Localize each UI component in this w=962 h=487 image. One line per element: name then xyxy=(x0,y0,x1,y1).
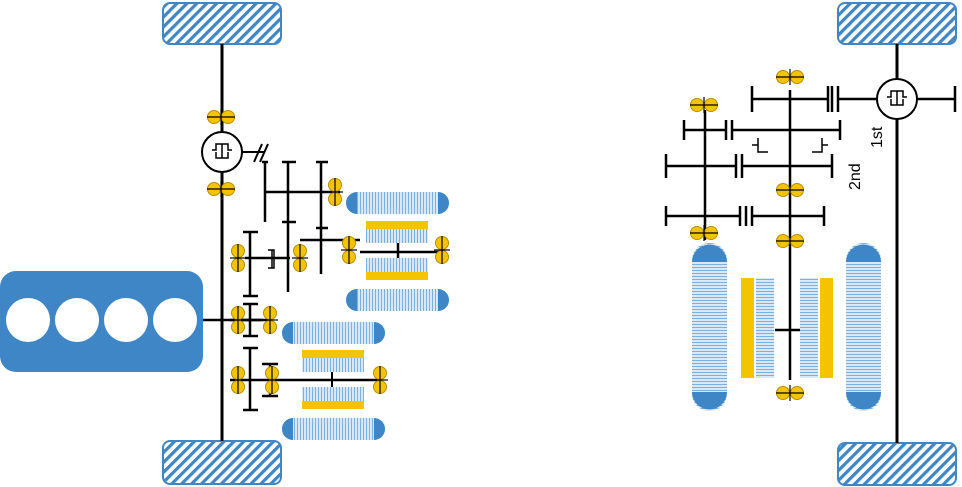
gear-label-1st: 1st xyxy=(869,126,886,148)
bearing-pair-icon xyxy=(263,365,281,395)
bearing-pair-icon xyxy=(689,224,719,242)
bearing-pair-icon xyxy=(229,243,247,273)
bearing-pair-icon xyxy=(261,305,279,335)
electric-motor-icon xyxy=(346,192,449,311)
bearing-pair-icon xyxy=(775,181,805,199)
electric-motor-icon xyxy=(692,243,881,411)
wheel-icon xyxy=(837,442,957,486)
bearing-pair-icon xyxy=(775,232,805,250)
bearing-pair-icon xyxy=(689,96,719,114)
wheel-icon xyxy=(837,2,957,45)
gear-label-2nd: 2nd xyxy=(847,163,864,190)
wheel-icon xyxy=(162,2,282,45)
bearing-pair-icon xyxy=(206,108,236,126)
right-powertrain: 1st 2nd xyxy=(664,2,957,486)
bearing-pair-icon xyxy=(206,180,236,198)
bearing-pair-icon xyxy=(775,384,805,402)
bearing-pair-icon xyxy=(340,235,358,265)
four-cylinder-engine-icon xyxy=(0,271,203,372)
bearing-pair-icon xyxy=(371,365,389,395)
wheel-icon xyxy=(162,440,282,485)
bearing-pair-icon xyxy=(291,243,309,273)
bearing-pair-icon xyxy=(326,177,344,207)
bearing-pair-icon xyxy=(229,365,247,395)
bearing-pair-icon xyxy=(229,305,247,335)
differential-icon xyxy=(876,78,918,120)
bearing-pair-icon xyxy=(775,68,805,86)
bearing-pair-icon xyxy=(433,235,451,265)
differential-icon xyxy=(201,131,243,173)
left-powertrain xyxy=(0,2,451,485)
electric-motor-icon xyxy=(282,322,385,440)
